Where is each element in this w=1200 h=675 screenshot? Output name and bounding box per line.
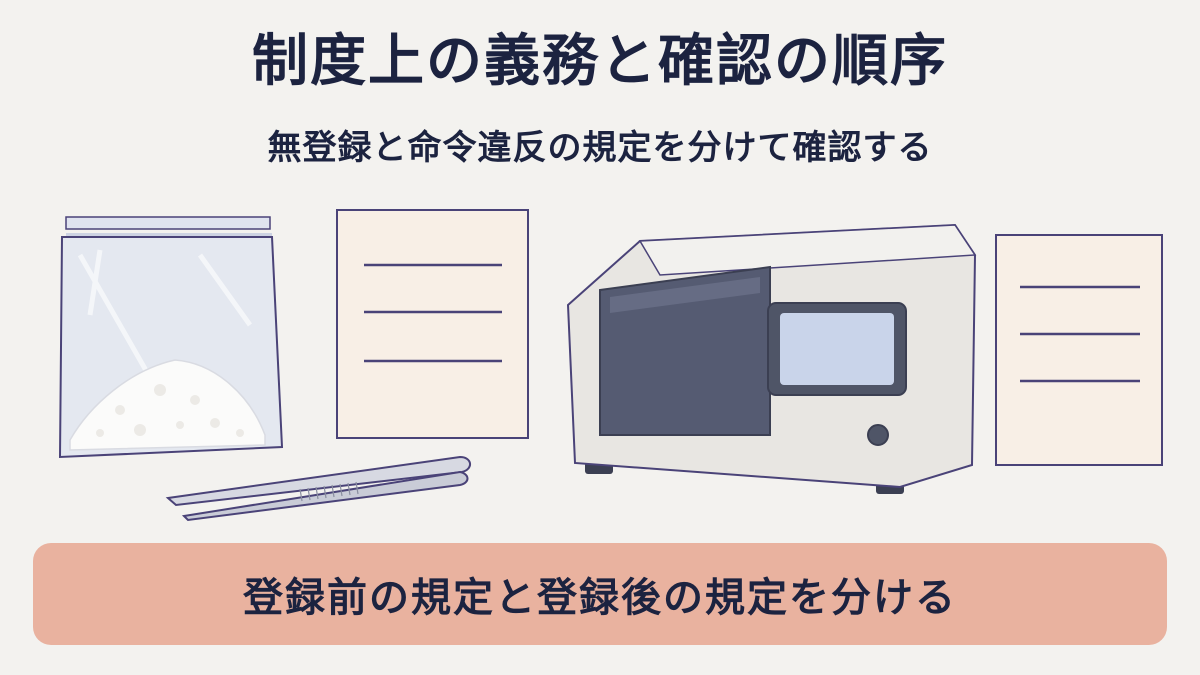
summary-banner: 登録前の規定と登録後の規定を分ける — [33, 543, 1167, 645]
powder-bag-icon — [58, 216, 284, 459]
page-subtitle: 無登録と命令違反の規定を分けて確認する — [267, 128, 933, 168]
illustration — [58, 209, 1163, 522]
tweezers-icon — [165, 455, 471, 522]
analyzer-instrument-icon — [566, 223, 977, 494]
document-icon — [336, 209, 529, 439]
page-title: 制度上の義務と確認の順序 — [252, 29, 948, 94]
banner-text: 登録前の規定と登録後の規定を分ける — [243, 575, 957, 621]
document-icon — [995, 234, 1163, 466]
